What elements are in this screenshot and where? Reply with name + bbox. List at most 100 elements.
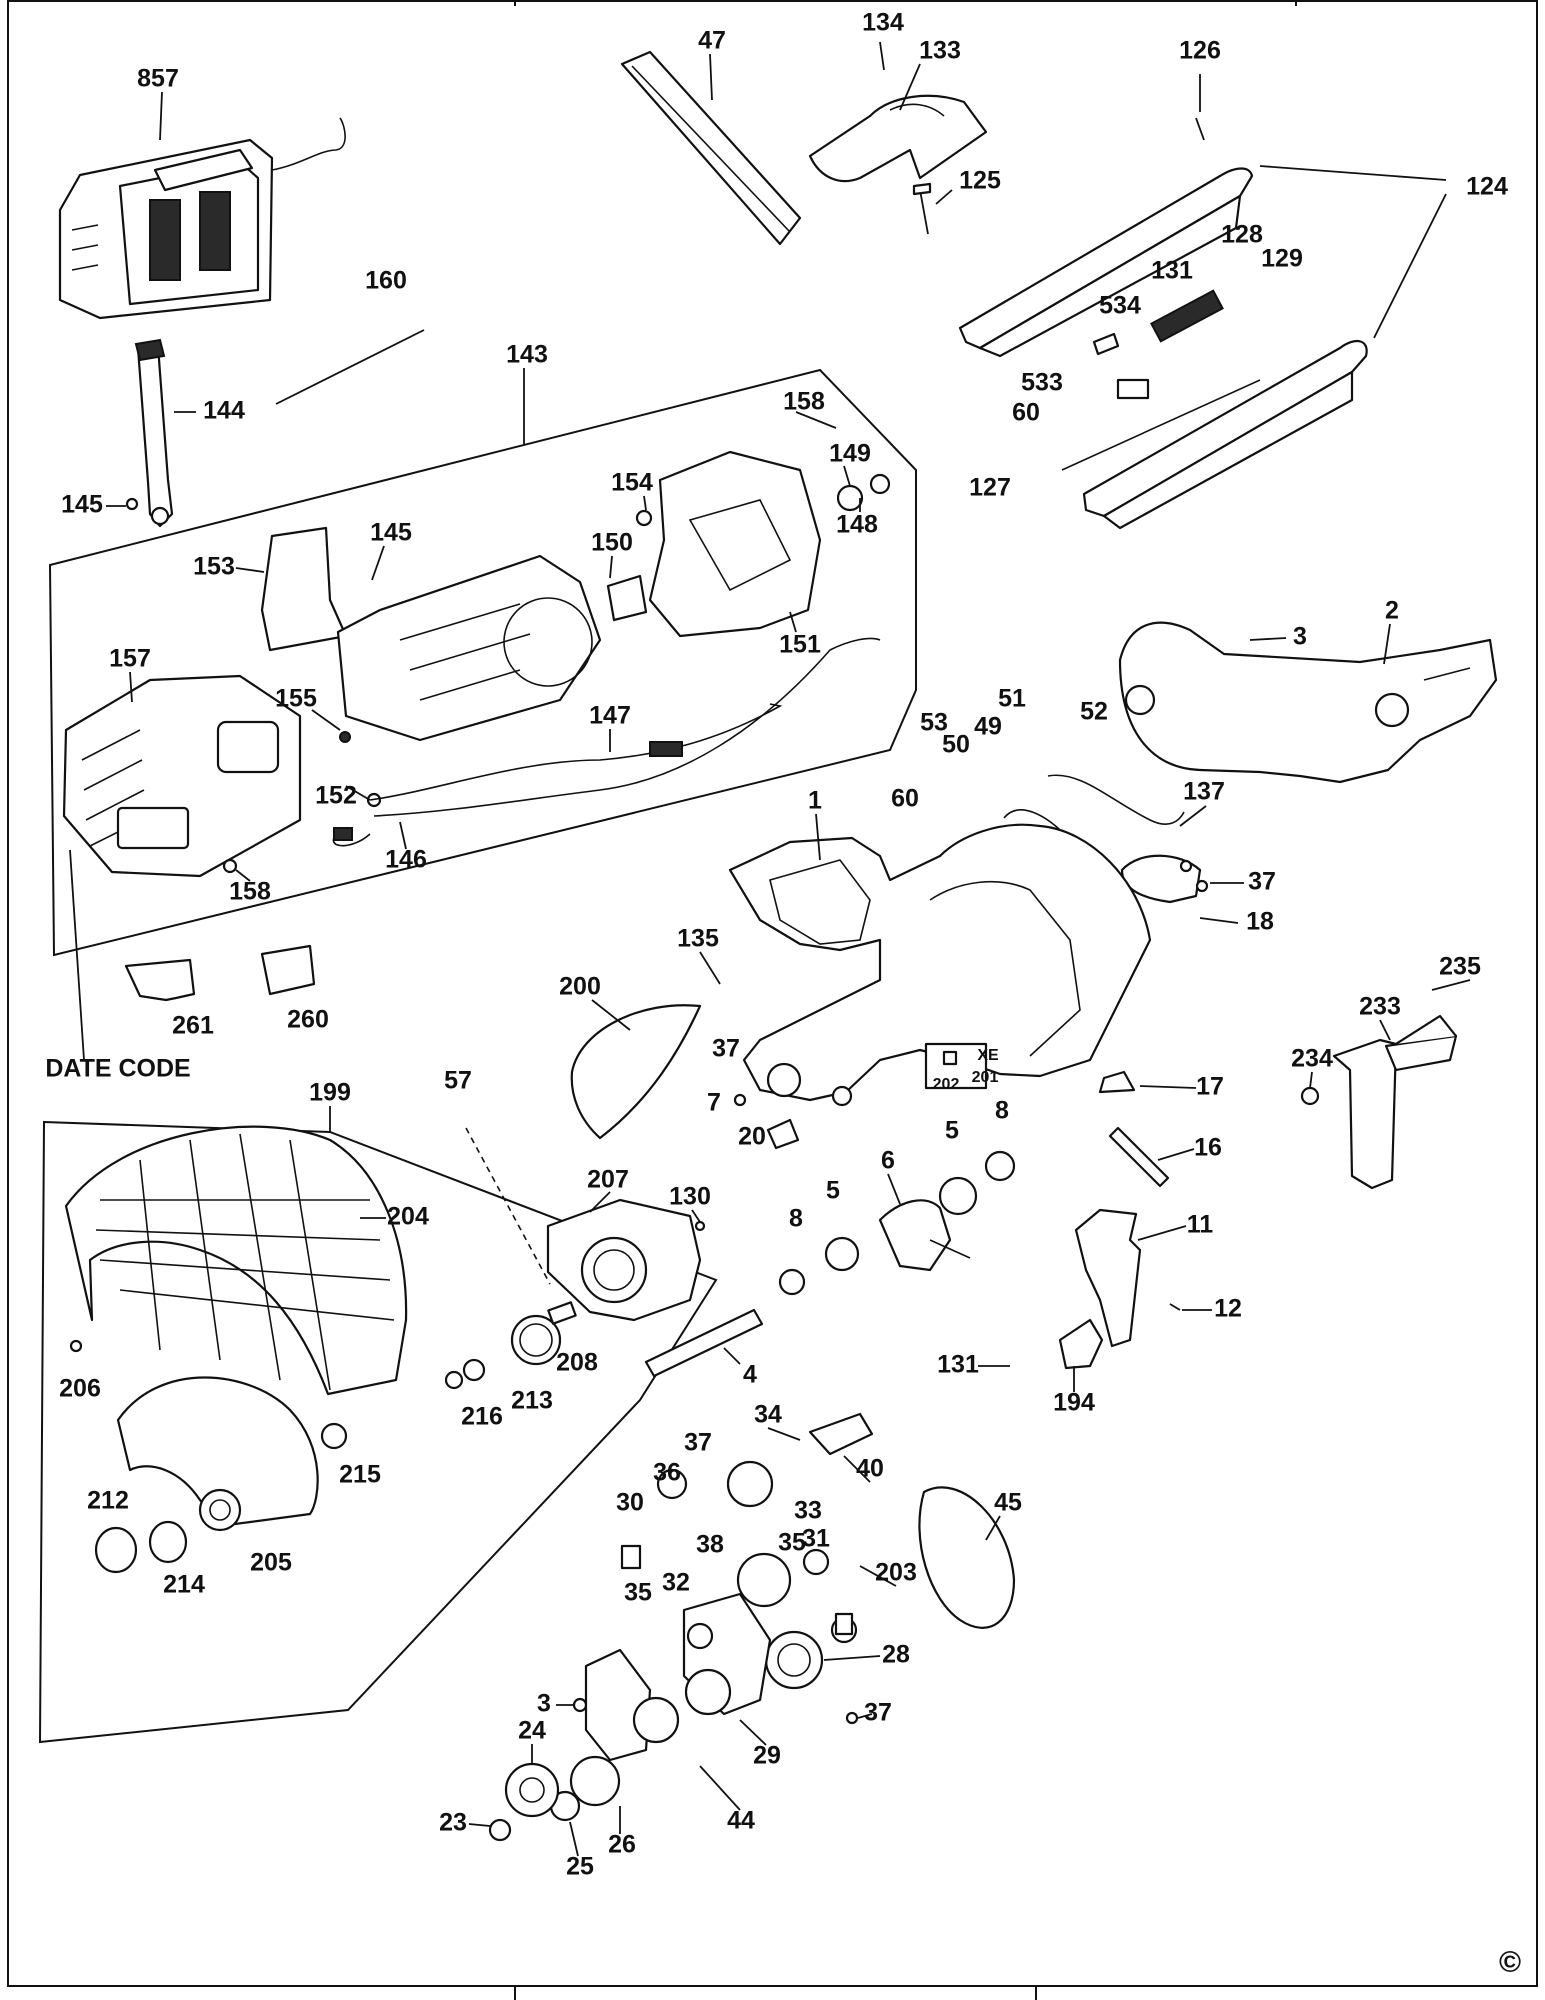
callout-c148: 148 [836,511,878,539]
motor-group-outline [48,368,917,957]
copyright-mark: © [1499,1946,1521,1979]
callout-c202: 202 [933,1076,960,1093]
callout-c149: 149 [829,440,871,468]
callout-c144: 144 [203,397,245,425]
callout-c158a: 158 [783,388,825,416]
callout-c37a: 37 [1248,868,1276,896]
callout-c16: 16 [1194,1134,1222,1162]
callout-c37b: 37 [712,1035,740,1063]
callout-c194: 194 [1053,1389,1095,1417]
callout-c133: 133 [919,37,961,65]
callout-c215: 215 [339,1461,381,1489]
callout-c199: 199 [309,1079,351,1107]
callout-c29: 29 [753,1742,781,1770]
lower-guard-part [94,1376,348,1574]
callout-c11: 11 [1187,1211,1214,1239]
callout-c25: 25 [566,1853,594,1881]
callout-c33: 33 [794,1497,822,1525]
callout-c24: 24 [518,1717,546,1745]
callout-c35b: 35 [624,1579,652,1607]
callout-c131a: 131 [1151,257,1193,285]
callout-c154: 154 [611,469,653,497]
callout-c151: 151 [779,631,821,659]
callout-c44: 44 [727,1807,755,1835]
callout-c158b: 158 [229,878,271,906]
callout-c40: 40 [856,1455,884,1483]
fence-clamp-part [1300,979,1471,1190]
callout-c34: 34 [754,1401,782,1429]
callout-c45: 45 [994,1489,1022,1517]
callout-c2: 2 [1385,597,1399,625]
callout-cXE: XE [977,1047,999,1064]
callout-c260: 260 [287,1006,329,1034]
callout-c235: 235 [1439,953,1481,981]
callout-c233: 233 [1359,993,1401,1021]
blade-guard-part [64,1125,408,1396]
callout-c51: 51 [998,685,1026,713]
callout-c157: 157 [109,645,151,673]
callout-c49: 49 [974,713,1002,741]
callout-c205: 205 [250,1549,292,1577]
callout-c214: 214 [163,1571,205,1599]
callout-c37d: 37 [864,1699,892,1727]
callout-c28: 28 [882,1641,910,1669]
callout-c212: 212 [87,1487,129,1515]
label-parts [124,944,316,1002]
callout-c143: 143 [506,341,548,369]
callout-c37c: 37 [684,1429,712,1457]
belt-cover-part [1118,621,1498,784]
rod-part [275,329,425,405]
leader-lines [69,53,1391,1857]
callout-c153: 153 [193,553,235,581]
callout-c23: 23 [439,1809,467,1837]
callout-c18: 18 [1246,908,1274,936]
callout-c52: 52 [1080,698,1108,726]
callout-c160: 160 [365,267,407,295]
callout-c131b: 131 [937,1351,979,1379]
callout-c3b: 3 [537,1690,551,1718]
callout-c206: 206 [59,1375,101,1403]
callout-c4: 4 [743,1361,757,1389]
callout-c146: 146 [385,846,427,874]
callout-c207: 207 [587,1166,629,1194]
callout-c60b: 60 [891,785,919,813]
blade-shaft-parts [444,1301,577,1390]
main-arm-part [728,823,1152,1150]
callout-c35a: 35 [778,1529,806,1557]
callout-c204: 204 [387,1203,429,1231]
callout-c129: 129 [1261,245,1303,273]
battery-charger-part [58,117,346,320]
callout-c5b: 5 [826,1177,840,1205]
callout-c137: 137 [1183,778,1225,806]
callout-c147: 147 [589,702,631,730]
callout-c36: 36 [653,1459,681,1487]
callout-c30: 30 [616,1489,644,1517]
callout-c200: 200 [559,973,601,1001]
callout-c6: 6 [881,1147,895,1175]
callout-c12: 12 [1214,1295,1242,1323]
callout-c155: 155 [275,685,317,713]
callout-c8a: 8 [995,1097,1009,1125]
wire-parts [332,637,881,847]
callout-c38: 38 [696,1531,724,1559]
gear-train-parts [488,1412,1016,1842]
callout-c213: 213 [511,1387,553,1415]
callout-c53: 53 [920,709,948,737]
callout-c201: 201 [972,1069,999,1086]
handle-assembly-part [958,74,1447,530]
callout-c50: 50 [942,731,970,759]
callout-c5a: 5 [945,1117,959,1145]
callout-c135: 135 [677,925,719,953]
callout-c20: 20 [738,1123,766,1151]
callout-c47: 47 [698,27,726,55]
callout-c31: 31 [802,1525,830,1553]
callout-c128: 128 [1221,221,1263,249]
callout-c533: 533 [1021,369,1063,397]
callout-c261: 261 [172,1012,214,1040]
callout-c208: 208 [556,1349,598,1377]
motor-parts [62,450,891,878]
bracket-parts [1058,1208,1181,1370]
callout-c125: 125 [959,167,1001,195]
blade-motor-end-part [546,1198,706,1322]
